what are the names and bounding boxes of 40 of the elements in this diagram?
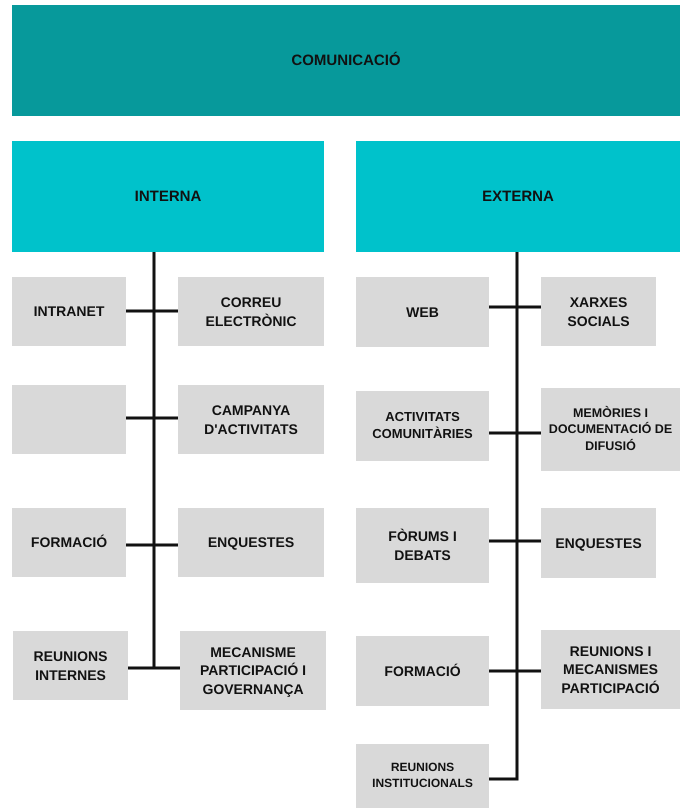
item-box — [356, 636, 489, 706]
box-label: CAMPANYA D'ACTIVITATS — [203, 401, 299, 438]
item-box — [541, 508, 656, 578]
item-box — [178, 277, 324, 346]
item-box — [356, 277, 489, 347]
category-box — [12, 141, 324, 252]
box-label: ACTIVITATS COMUNITÀRIES — [371, 409, 474, 443]
box-label: XARXES SOCIALS — [566, 293, 631, 330]
item-box — [356, 508, 489, 583]
item-box — [541, 630, 680, 709]
box-label: FORMACIÓ — [30, 533, 108, 552]
box-label: INTRANET — [34, 302, 104, 321]
box-label: REUNIONS INTERNES — [32, 647, 108, 684]
box-label: ENQUESTES — [208, 533, 294, 552]
box-label: REUNIONS I MECANISMES PARTICIPACIÓ — [560, 642, 661, 697]
connector-line — [152, 252, 180, 670]
title-box — [12, 5, 680, 116]
box-label: WEB — [406, 302, 439, 322]
item-box — [178, 385, 324, 454]
box-label: INTERNA — [134, 186, 202, 206]
box-label: EXTERNA — [482, 186, 554, 206]
item-box — [541, 388, 680, 471]
item-box — [12, 508, 126, 577]
item-box — [541, 277, 656, 346]
item-box — [12, 277, 126, 346]
item-box — [178, 508, 324, 577]
box-label: MEMÒRIES I DOCUMENTACIÓ DE DIFUSIÓ — [548, 405, 674, 454]
item-box — [356, 744, 489, 808]
item-box — [12, 385, 126, 454]
box-label: COMUNICACIÓ — [291, 50, 401, 70]
item-box — [180, 631, 326, 710]
box-label: ENQUESTES — [555, 534, 642, 552]
box-label: FÒRUMS I DEBATS — [387, 527, 458, 564]
box-label: FORMACIÓ — [384, 662, 461, 680]
category-box — [356, 141, 680, 252]
box-label: CORREU ELECTRÒNIC — [204, 293, 298, 330]
item-box — [356, 391, 489, 461]
box-label: MECANISME PARTICIPACIÓ I GOVERNANÇA — [198, 643, 308, 698]
box-label: REUNIONS INSTITUCIONALS — [371, 760, 474, 792]
item-box — [13, 631, 128, 700]
